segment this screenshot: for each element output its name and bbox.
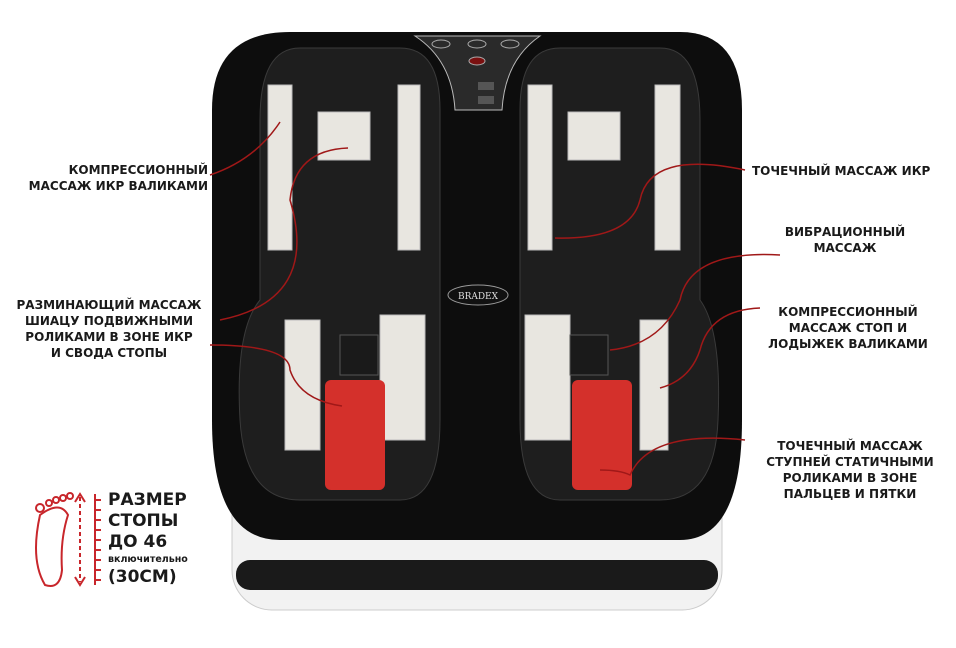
label-line: ШИАЦУ ПОДВИЖНЫМИ (25, 314, 193, 328)
foot-pad (524, 314, 571, 441)
pointer-arrow (659, 307, 761, 389)
pointer-arrow (209, 121, 281, 176)
label-shiatsu: РАЗМИНАЮЩИЙ МАССАЖ ШИАЦУ ПОДВИЖНЫМИ РОЛИ… (4, 297, 214, 361)
pointer-arrow (554, 163, 746, 239)
vibration-pad (339, 334, 379, 376)
panel-display (478, 82, 494, 90)
label-line: РОЛИКАМИ В ЗОНЕ (782, 471, 918, 485)
label-line: ПАЛЬЦЕВ И ПЯТКИ (783, 487, 917, 501)
label-compression-foot: КОМПРЕССИОННЫЙ МАССАЖ СТОП И ЛОДЫЖЕК ВАЛ… (758, 304, 938, 352)
foot-pad (284, 319, 321, 451)
label-line: РОЛИКАМИ В ЗОНЕ ИКР (25, 330, 193, 344)
panel-button[interactable] (431, 39, 451, 49)
pointer-arrow (599, 437, 746, 477)
size-line: включительно (108, 554, 188, 565)
label-line: РАЗМИНАЮЩИЙ МАССАЖ (16, 298, 202, 312)
label-line: ТОЧЕЧНЫЙ МАССАЖ ИКР (752, 164, 931, 178)
control-panel (413, 35, 542, 111)
vibration-pad (569, 334, 609, 376)
power-button[interactable] (468, 56, 486, 66)
calf-pad (527, 84, 553, 251)
device-base-stripe (236, 560, 718, 590)
label-vibration: ВИБРАЦИОННЫЙ МАССАЖ (765, 224, 925, 256)
calf-roller (567, 111, 621, 161)
label-line: КОМПРЕССИОННЫЙ (778, 305, 918, 319)
calf-pad (654, 84, 681, 251)
foot-size-info: РАЗМЕР СТОПЫ ДО 46 включительно (30СМ) (108, 490, 188, 588)
foot-roller-module (572, 380, 632, 490)
panel-button[interactable] (467, 39, 487, 49)
size-line: РАЗМЕР (108, 490, 187, 510)
label-line: КОМПРЕССИОННЫЙ (68, 163, 208, 177)
calf-pad (397, 84, 421, 251)
pointer-arrow (609, 253, 781, 351)
label-line: ТОЧЕЧНЫЙ МАССАЖ (777, 439, 923, 453)
foot-pad (379, 314, 426, 441)
label-line: ЛОДЫЖЕК ВАЛИКАМИ (768, 337, 928, 351)
size-line: (30СМ) (108, 567, 177, 587)
label-point-calf: ТОЧЕЧНЫЙ МАССАЖ ИКР (752, 163, 930, 179)
calf-roller (317, 111, 371, 161)
brand-logo-text: BRADEX (458, 292, 499, 302)
calf-pad (267, 84, 293, 251)
label-line: МАССАЖ (813, 241, 877, 255)
label-line: ВИБРАЦИОННЫЙ (784, 225, 906, 239)
size-line: ДО 46 (108, 532, 168, 552)
label-line: СТУПНЕЙ СТАТИЧНЫМИ (766, 455, 934, 469)
label-line: И СВОДА СТОПЫ (50, 346, 168, 360)
size-line: СТОПЫ (108, 511, 179, 531)
pointer-arrow (219, 147, 349, 321)
foot-pad (639, 319, 669, 451)
pointer-arrow (209, 344, 343, 407)
label-point-foot: ТОЧЕЧНЫЙ МАССАЖ СТУПНЕЙ СТАТИЧНЫМИ РОЛИК… (752, 438, 948, 502)
foot-size-icon (35, 492, 101, 587)
label-compression-calf: КОМПРЕССИОННЫЙ МАССАЖ ИКР ВАЛИКАМИ (10, 162, 208, 194)
label-line: МАССАЖ СТОП И (788, 321, 908, 335)
brand-logo (447, 284, 509, 306)
panel-button[interactable] (500, 39, 520, 49)
foot-roller-module (325, 380, 385, 490)
panel-display (478, 96, 494, 104)
label-line: МАССАЖ ИКР ВАЛИКАМИ (28, 179, 208, 193)
